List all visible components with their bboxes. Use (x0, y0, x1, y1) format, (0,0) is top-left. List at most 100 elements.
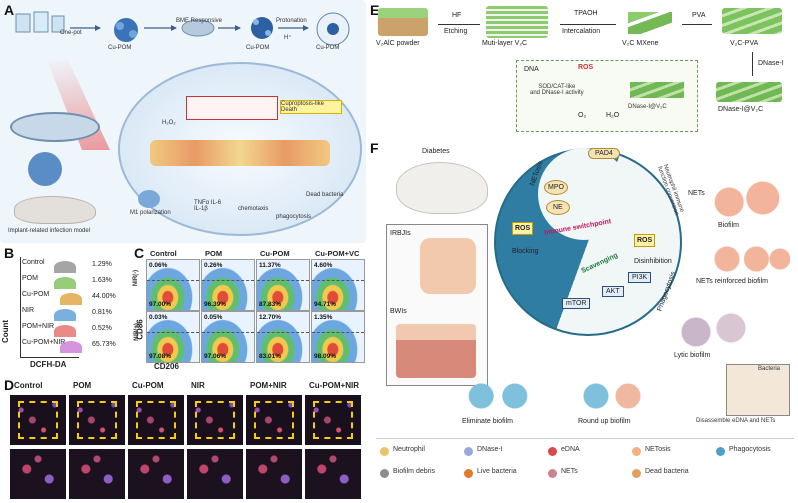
label-one-pot: One-pot (60, 30, 82, 36)
precursor-flasks-icon (15, 11, 65, 33)
zoom-region-box (136, 401, 176, 439)
flow-top-quadrant-value: 0.05% (204, 314, 223, 321)
eliminate-illustration (456, 378, 540, 414)
panel-e: E V₂AlC powder HF Etching Muti-layer V₂C… (366, 0, 798, 135)
flow-bottom-quadrant-value: 87.83% (259, 301, 282, 308)
label-dnase-v2c-box: DNase-I@V₂C (628, 104, 667, 110)
flow-top-quadrant-value: 0.26% (204, 262, 223, 269)
microscopy-image (128, 449, 184, 499)
legend-label: Live bacteria (477, 468, 517, 475)
skin-wound-icon (396, 324, 476, 378)
histogram-peak (54, 309, 76, 321)
microscopy-image (246, 449, 302, 499)
legend-label: Biofilm debris (393, 468, 436, 475)
histogram-row-percent: 1.63% (92, 277, 112, 284)
reinforced-biofilm-illustration (706, 244, 790, 274)
nets-icon (548, 469, 557, 478)
label-v2alc: V₂AlC powder (376, 40, 420, 47)
dnase-icon (464, 447, 473, 456)
macrophage-icon (138, 190, 160, 208)
label-irbjis: IRBJIs (390, 230, 411, 237)
diabetic-mouse-icon (396, 162, 488, 214)
label-pva: PVA (692, 12, 706, 19)
microscopy-column-header: POM (73, 381, 92, 390)
flow-bottom-quadrant-value: 97.08% (149, 353, 172, 360)
debris-icon (380, 469, 389, 478)
microscopy-image (187, 449, 243, 499)
label-blocking: Blocking (512, 248, 539, 255)
microscopy-column-header: NIR (191, 381, 205, 390)
knee-implant-icon (420, 238, 476, 294)
microscopy-image (128, 395, 184, 445)
panel-c-letter: C (134, 245, 145, 261)
panel-a: A One-pot BME Responsive Protonation H⁺ … (0, 0, 366, 243)
cu-pom-cluster-icon (114, 18, 138, 42)
legend-label: Dead bacteria (645, 468, 689, 475)
label-ros-right: ROS (634, 234, 656, 247)
flow-top-quadrant-value: 0.03% (149, 314, 168, 321)
microscopy-column-header: POM+NIR (250, 381, 287, 390)
dead-bacteria-icon (632, 469, 641, 478)
label-biofilm: Biofilm (718, 222, 740, 229)
mxene-flakes (628, 12, 672, 34)
microscopy-column-header: Control (14, 381, 43, 390)
label-v2c-pva: V₂C-PVA (730, 40, 759, 47)
flow-bottom-quadrant-value: 83.01% (259, 353, 282, 360)
label-etching: Etching (444, 28, 468, 35)
histogram-peak (60, 293, 82, 305)
label-lytic-biofilm: Lytic biofilm (674, 352, 711, 359)
flow-plot-cell: 0.06%97.00% (146, 259, 200, 311)
microscopy-image (305, 395, 361, 445)
netosis-icon (632, 447, 641, 456)
label-round-up: Round up biofilm (578, 418, 631, 425)
label-cytokines: TNFα IL-6 IL-1β (194, 200, 222, 212)
flow-top-quadrant-value: 11.37% (259, 262, 281, 269)
label-ros-top: ROS (512, 222, 534, 235)
histogram-row-percent: 0.81% (92, 309, 112, 316)
label-bme-responsive: BME Responsive (176, 18, 223, 24)
legend-label: Neutrophil (393, 446, 425, 453)
panel-a-letter: A (4, 2, 15, 18)
synthesis-strip (15, 11, 350, 46)
legend-label: NETosis (645, 446, 671, 453)
histogram-row-percent: 44.00% (92, 293, 116, 300)
oxidative-box (186, 96, 278, 120)
flow-top-quadrant-value: 1.35% (314, 314, 333, 321)
label-tpaoh: TPAOH (574, 10, 598, 17)
flow-gate-line (312, 332, 364, 333)
histogram-peak (54, 325, 76, 337)
label-mpo: MPO (544, 180, 568, 195)
histogram-peak (60, 341, 82, 353)
flow-plot-cell: 0.05%97.06% (201, 311, 255, 363)
label-o2: O₂ (578, 112, 587, 119)
label-h2o: H₂O (606, 112, 620, 119)
label-intercalation: Intercalation (562, 28, 601, 35)
legend-label: NETs (561, 468, 578, 475)
label-m1-polarization: M1 polarization (130, 210, 171, 216)
microscopy-column-header: Cu-POM (132, 381, 164, 390)
zoom-region-box (313, 401, 353, 439)
panel-e-letter: E (370, 2, 380, 18)
label-mtor: mTOR (562, 298, 591, 309)
zoom-region-box (18, 401, 58, 439)
label-cu-pom-left: Cu-POM (108, 45, 132, 51)
label-hf: HF (452, 12, 462, 19)
flow-top-quadrant-value: 0.06% (149, 262, 168, 269)
mitochondria-band (150, 140, 330, 166)
label-pad4: PAD4 (588, 148, 620, 159)
panel-d-letter: D (4, 377, 15, 393)
dish-icon (10, 112, 100, 142)
label-eliminate: Eliminate biofilm (462, 418, 513, 425)
label-ros-e: ROS (578, 64, 594, 71)
histogram-xlabel: DCFH-DA (30, 360, 67, 369)
label-protonation: Protonation (276, 18, 307, 24)
flow-gate-line (257, 280, 309, 281)
flow-plot-cell: 12.70%83.01% (256, 311, 310, 363)
live-bacteria-icon (464, 469, 473, 478)
microscopy-column-header: Cu-POM+NIR (309, 381, 359, 390)
round-up-illustration (572, 378, 652, 414)
zoom-region-box (195, 401, 235, 439)
histogram-row-percent: 0.52% (92, 325, 112, 332)
microscopy-image (187, 395, 243, 445)
